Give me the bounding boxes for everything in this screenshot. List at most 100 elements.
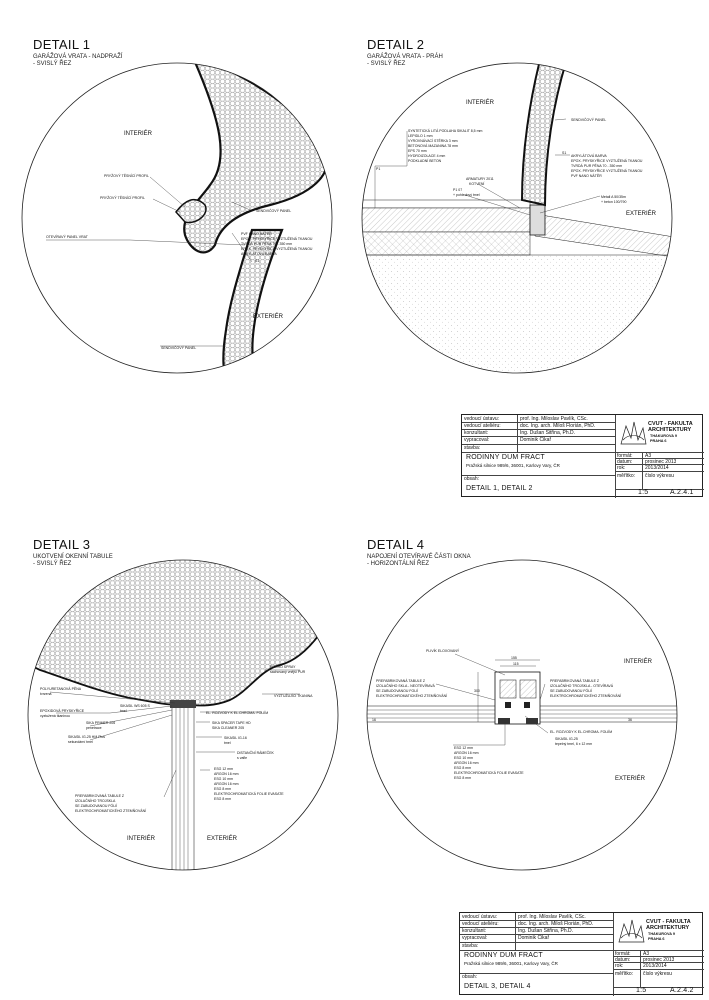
tb-key: formát: (615, 951, 631, 957)
marker: S1 (562, 151, 566, 155)
project-address: Pražská silnice 989/6, 36001, Karlovy Va… (466, 463, 560, 468)
marker: P1 (376, 167, 380, 171)
tb-key: formát: (617, 453, 633, 459)
tb-value: doc. Ing. arch. Miloš Florián, PhD. (518, 921, 594, 927)
note: SIKA PRIMER 206 (86, 721, 115, 725)
note: SIKASIL IG-25 HM Plus (68, 735, 105, 739)
school-address: PRAHA 6 (650, 439, 667, 443)
layer-note: ESG 8 mm (454, 776, 471, 780)
dimension: 300 (474, 689, 480, 693)
detail1-title: DETAIL 1 (33, 37, 91, 52)
note: tvrzená (40, 692, 52, 696)
detail1-subtitle-line: - SVISLÝ ŘEZ (33, 61, 72, 67)
project-name: RODINNÝ DŮM FRACT (466, 454, 545, 461)
note: SE ZABUDOVANOU FÓLIÍ (550, 688, 592, 693)
layer-note: ESG 10 mm (214, 777, 233, 781)
detail4-circle (366, 559, 678, 871)
note: tmel (224, 741, 231, 745)
note: PVF NANO NÁTĚR (241, 231, 272, 236)
tb-key: datum: (617, 459, 633, 465)
note: LEPIDLO 1 mm (408, 134, 433, 138)
spacer (170, 700, 196, 708)
exterior-label: EXTERIÉR (626, 210, 657, 217)
tb-key: rok: (617, 465, 626, 471)
tb-value: Dominik Cikař (520, 437, 552, 443)
note: IZOLAČNÍHO TROJSKLA (75, 798, 116, 803)
detail3-circle (27, 559, 339, 871)
tb-value: 2013/2014 (643, 963, 667, 969)
drawing-number: A.2.4.2 (670, 987, 694, 994)
tb-key: vedoucí ateliéru: (462, 921, 499, 927)
note: + beton 100/790 (601, 200, 626, 204)
note: EL. ROZVODY K EL.CHROMA. FOLIÍM (550, 730, 612, 734)
tb-key: konzultant: (464, 430, 489, 436)
seal-profile (175, 198, 207, 224)
school-address: THÁKUROVA 9 (650, 434, 678, 438)
layer-note: ESG 8 mm (454, 766, 471, 770)
drawing-scale: 1:5 (636, 987, 647, 994)
detail3-section (28, 560, 338, 870)
layer-note: ESG 8 mm (214, 787, 231, 791)
note: P1 07 (453, 188, 462, 192)
dimension: 16 (372, 718, 376, 722)
dimension: 115 (513, 662, 519, 666)
foam-mass (28, 560, 338, 707)
tb-value: Ing. Dušan Sitřina, Ph.D. (520, 430, 576, 436)
note: sachovaný vnější PUR (270, 670, 306, 674)
layer-note: ARGON 16 mm (214, 772, 239, 776)
detail1-leaders (46, 176, 253, 347)
dimension: 155 (511, 656, 517, 660)
tb-value: A3 (645, 453, 652, 459)
detail4-section (367, 671, 677, 725)
door-panel (222, 228, 284, 373)
tb-value: prosinec 2013 (645, 459, 677, 465)
note: SIKA CLEANER 205 (212, 726, 244, 730)
note: + pohledový tmel (453, 193, 480, 197)
school-name: ČVUT - FAKULTA (646, 919, 691, 925)
detail1-subtitle-line: GARÁŽOVÁ VRATA - NADPRAŽÍ (33, 54, 123, 60)
title-block-1: vedoucí ústavu: prof. Ing. Miloslav Pavl… (461, 414, 704, 498)
exterior-label: EXTERIÉR (615, 775, 646, 782)
tb-key: stavba: (462, 943, 479, 949)
note: SENDVIČOVÝ PANEL (161, 345, 196, 350)
note: SE ZABUDOVANOU FOLIÍ (376, 689, 418, 693)
tb-key: měřítko: (615, 971, 634, 977)
detail4-subtitle-line: NAPOJENÍ OTEVÍRAVÉ ČÁSTI OKNA (367, 554, 471, 560)
note: sekundární tmel (68, 740, 93, 744)
note: EPOX. PRYSKYŘICE VYZTUŽENÁ TKANOU (241, 246, 313, 251)
school-address: PRAHA 6 (648, 937, 665, 941)
note: PREFABRIKOVANÁ TABULE Z (550, 679, 600, 683)
note: VYZTUŽUJÍCÍ TKANINA (274, 693, 313, 698)
note: POLYURETANOVÁ PĚNA (40, 686, 82, 691)
detail2-title: DETAIL 2 (367, 37, 425, 52)
note: SIKASIL WS 605 S (120, 704, 150, 708)
detail1-subtitle: GARÁŽOVÁ VRATA - NADPRAŽÍ - SVISLÝ ŘEZ (33, 54, 122, 68)
school-address: THÁKUROVA 9 (648, 932, 676, 936)
note: tepelný tmel, 6 x 12 mm (555, 742, 592, 746)
note: IZOLAČNÍHO TROJSKLA - OTEVÍRAVÁ (550, 683, 614, 688)
note: tmel (120, 709, 127, 713)
note: SIKA SPACER TAPE HD (212, 721, 251, 725)
note: s vafle (237, 756, 247, 760)
tb-value: číslo výkresu (643, 971, 672, 977)
detail2-subtitle: GARÁŽOVÁ VRATA - PRÁH - SVISLÝ ŘEZ (367, 54, 443, 68)
note: penetrace (86, 726, 102, 730)
note: HYDROIZOLACE 4 mm (408, 154, 445, 158)
drawing-scale: 1:5 (638, 489, 649, 496)
school-name: ARCHITEKTURY (648, 427, 692, 433)
detail4-title: DETAIL 4 (367, 537, 425, 552)
note: SENDVIČOVÝ PANEL (571, 117, 606, 122)
detail4-subtitle: NAPOJENÍ OTEVÍRAVÉ ČÁSTI OKNA - HORIZONT… (367, 554, 471, 568)
layer-note: ARGON 16 mm (454, 751, 479, 755)
tb-key: měřítko: (617, 473, 636, 479)
tb-value: číslo výkresu (645, 473, 674, 479)
detail2-leaders (374, 118, 601, 216)
layer-note: ESG 12 mm (454, 746, 473, 750)
detail3-subtitle-line: - SVISLÝ ŘEZ (33, 561, 72, 567)
note: BETONOVÁ MAZANINA 78 mm (408, 144, 458, 148)
detail1-drawing: INTERIÉR EXTERIÉR PRYŽOVÝ TĚSNÍCÍ PROFIL… (21, 62, 333, 374)
note: OTEVÍRAVÝ PANEL VRAT (46, 235, 89, 239)
tb-key: vypracoval: (462, 935, 488, 941)
